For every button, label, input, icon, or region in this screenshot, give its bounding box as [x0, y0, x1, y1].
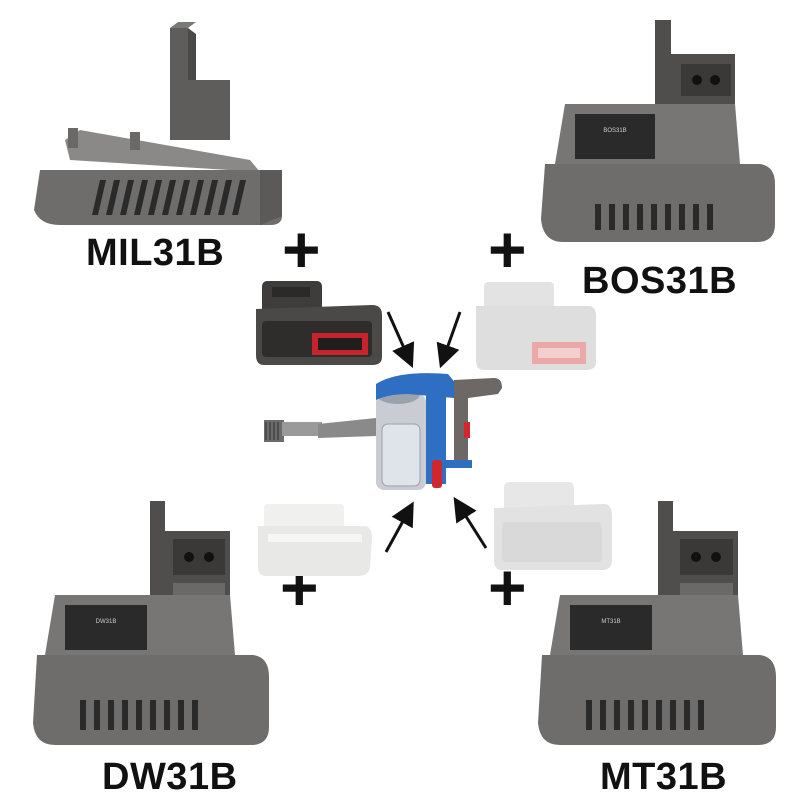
battery-milwaukee-image: [252, 275, 387, 370]
vacuum-image: [258, 364, 508, 504]
model-label-dw31b: DW31B: [102, 756, 238, 798]
adapter-mt31b-image: MT31B: [528, 495, 783, 760]
adapter-bos31b-image: BOS31B: [535, 14, 785, 249]
sticker-text-mt31b: MT31B: [601, 619, 620, 625]
adapter-mil31b-image: [20, 20, 290, 235]
arrow-top-left: [386, 311, 415, 368]
battery-makita-image: [486, 478, 616, 573]
model-label-mt31b: MT31B: [600, 756, 728, 798]
arrow-bottom-right: [453, 496, 488, 549]
model-label-bos31b: BOS31B: [582, 260, 738, 302]
model-label-mil31b: MIL31B: [86, 232, 225, 274]
plus-sign-top-right: +: [488, 212, 527, 286]
adapter-dw31b-image: DW31B: [25, 495, 275, 760]
arrow-bottom-left: [384, 501, 414, 553]
sticker-text-dw31b: DW31B: [96, 619, 117, 625]
sticker-text-bos31b: BOS31B: [603, 128, 626, 134]
battery-dewalt-image: [254, 498, 374, 578]
plus-sign-top-left: +: [282, 212, 321, 286]
battery-bosch-image: [470, 276, 600, 376]
arrow-top-right: [436, 311, 462, 369]
